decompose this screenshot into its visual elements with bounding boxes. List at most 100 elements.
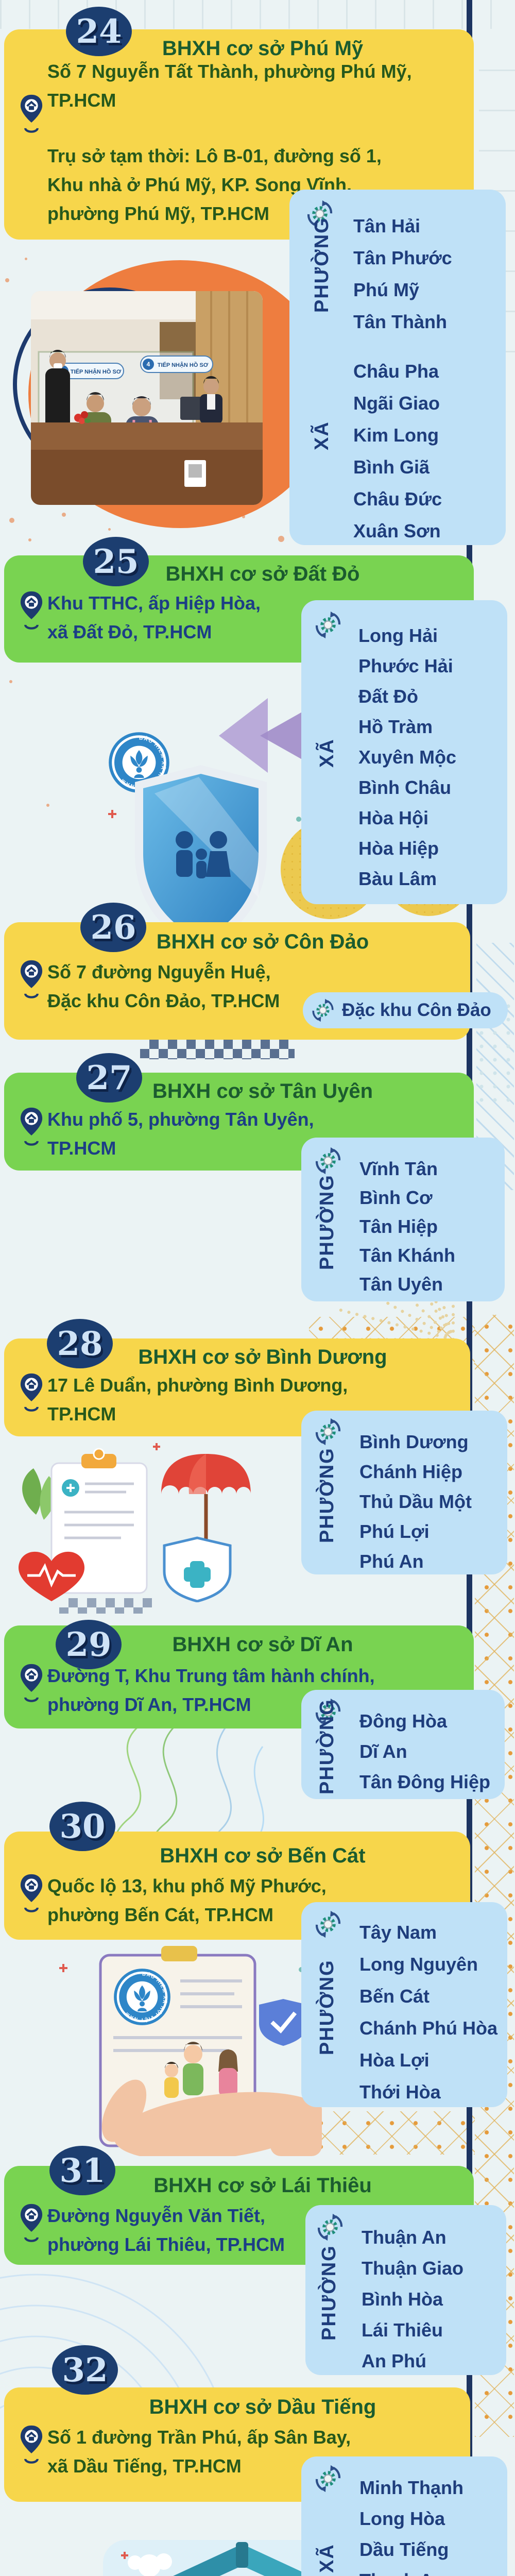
district-item: Hồ Tràm [358, 716, 433, 737]
section-title: BHXH cơ sở Đất Đỏ [165, 563, 360, 585]
location-pin-icon [18, 2203, 45, 2243]
section-number-badge: 32 [52, 2345, 118, 2395]
district-item: Tân Uyên [359, 1274, 443, 1295]
district-item: Tân Phước [353, 247, 452, 268]
district-list-card [301, 1902, 507, 2107]
section-number-badge: 30 [49, 1802, 115, 1851]
district-item: Chánh Hiệp [359, 1461, 463, 1482]
checker-pattern-small [59, 1598, 152, 1614]
person-standing [45, 350, 70, 433]
svg-text:4: 4 [147, 361, 150, 368]
district-list-card [301, 1690, 505, 1799]
district-item: Tây Nam [359, 1922, 437, 1943]
district-item: Bàu Lâm [358, 868, 437, 889]
checker-pattern [140, 1040, 295, 1059]
address-line: xã Dầu Tiếng, TP.HCM [47, 2455, 242, 2477]
district-item: Bình Giã [353, 456, 430, 478]
district-item: Châu Pha [353, 361, 439, 382]
district-item: Hòa Lợi [359, 2049, 430, 2071]
svg-text:TIẾP NHẬN HỒ SƠ: TIẾP NHẬN HỒ SƠ [71, 368, 122, 375]
district-item: An Phú [362, 2350, 426, 2371]
district-item: Thới Hòa [359, 2081, 441, 2103]
district-type-label: PHƯỜNG [318, 2245, 340, 2341]
address-line: TP.HCM [47, 90, 116, 111]
district-item: Dầu Tiếng [359, 2539, 449, 2560]
district-item: Vĩnh Tân [359, 1158, 438, 1179]
district-item: Ngãi Giao [353, 393, 440, 414]
district-type-label: PHƯỜNG [316, 1699, 338, 1794]
section-title: BHXH cơ sở Dầu Tiếng [149, 2396, 376, 2418]
illustration-hand-family [59, 1946, 322, 2156]
address-line: TP.HCM [47, 1403, 116, 1425]
sign-tiep-nhan-ho-so-2: 4 TIẾP NHẬN HỒ SƠ [140, 355, 213, 373]
district-item: Tân Đông Hiệp [359, 1771, 490, 1792]
district-item: Dĩ An [359, 1741, 407, 1762]
district-chip: Đặc khu Côn Đảo [303, 992, 508, 1028]
hand [101, 2079, 322, 2156]
district-list-card [301, 1411, 507, 1574]
district-item: Phú An [359, 1551, 424, 1572]
location-pin-icon [18, 1663, 45, 1703]
illustration-insurance-items [18, 1443, 251, 1602]
district-item: Thuận An [362, 2227, 447, 2248]
section-number-badge: 28 [47, 1319, 113, 1368]
address-line: phường Bến Cát, TP.HCM [47, 1904, 273, 1925]
location-pin-icon [18, 590, 45, 631]
section-number-badge: 31 [49, 2146, 115, 2195]
lattice-patch-mid [309, 2111, 475, 2155]
section-title: BHXH cơ sở Côn Đảo [156, 930, 369, 953]
address-line: Khu TTHC, ấp Hiệp Hòa, [47, 592, 261, 614]
section-title: BHXH cơ sở Phú Mỹ [162, 37, 364, 60]
district-chip-label: Đặc khu Côn Đảo [342, 1000, 491, 1020]
district-list-card [301, 600, 507, 904]
address-line: xã Đất Đỏ, TP.HCM [47, 621, 212, 642]
section-title: BHXH cơ sở Bến Cát [160, 1844, 366, 1867]
district-type-label: PHƯỜNG [316, 1174, 338, 1270]
family-figures [164, 2042, 238, 2098]
address-line: phường Lái Thiêu, TP.HCM [47, 2234, 285, 2255]
family-pictogram [176, 831, 231, 878]
district-item: Bình Cơ [359, 1187, 433, 1208]
flowers-decoration [74, 411, 91, 424]
district-item: Phú Lợi [359, 1521, 430, 1542]
shield-plus-icon [163, 1536, 232, 1602]
section-title: BHXH cơ sở Tân Uyên [152, 1080, 373, 1103]
person-staff [200, 376, 222, 424]
section-title: BHXH cơ sở Bình Dương [138, 1346, 387, 1368]
section-title: BHXH cơ sở Lái Thiêu [153, 2174, 372, 2197]
illustration-family-roof [103, 2540, 360, 2576]
location-pin-icon [18, 2425, 45, 2465]
district-item: Bình Dương [359, 1431, 469, 1452]
district-item: Tân Hiệp [359, 1216, 438, 1237]
district-item: Đất Đỏ [358, 686, 418, 707]
location-pin-icon [18, 1107, 45, 1147]
address-line: Quốc lộ 13, khu phố Mỹ Phước, [47, 1875, 327, 1896]
district-item: Thuận Giao [362, 2258, 464, 2279]
address-line: phường Dĩ An, TP.HCM [47, 1694, 251, 1715]
location-pin-icon [18, 1873, 45, 1913]
district-item: Minh Thạnh [359, 2477, 464, 2498]
district-item: Thanh An [359, 2570, 501, 2576]
district-item: Long Hòa [359, 2508, 445, 2529]
district-item: Tân Thành [353, 311, 447, 332]
location-pin-icon [18, 1372, 45, 1413]
district-item: Phước Hải [358, 655, 453, 676]
address-line-temporary: Trụ sở tạm thời: Lô B-01, đường số 1, [47, 145, 382, 166]
district-item: Tân Hải [353, 215, 421, 236]
svg-text:TIẾP NHẬN HỒ SƠ: TIẾP NHẬN HỒ SƠ [158, 362, 209, 368]
section-number-badge: 26 [80, 903, 146, 952]
district-item: Phú Mỹ [353, 279, 420, 300]
district-item: Xuân Sơn [353, 520, 441, 541]
district-type-label: XÃ [316, 738, 338, 768]
district-item: Long Hải [358, 625, 438, 646]
roof [173, 2542, 311, 2576]
section-number-badge: 24 [66, 7, 132, 56]
section-number-badge: 25 [83, 537, 149, 586]
gear-arrows-icon [311, 998, 335, 1022]
location-pin-icon [18, 959, 45, 999]
section-title: BHXH cơ sở Dĩ An [172, 1633, 353, 1656]
district-item: Bình Châu [358, 777, 451, 798]
address-line: Số 7 đường Nguyễn Huệ, [47, 961, 271, 982]
district-item: Xuyên Mộc [358, 747, 457, 768]
section-number-badge: 27 [76, 1053, 142, 1103]
